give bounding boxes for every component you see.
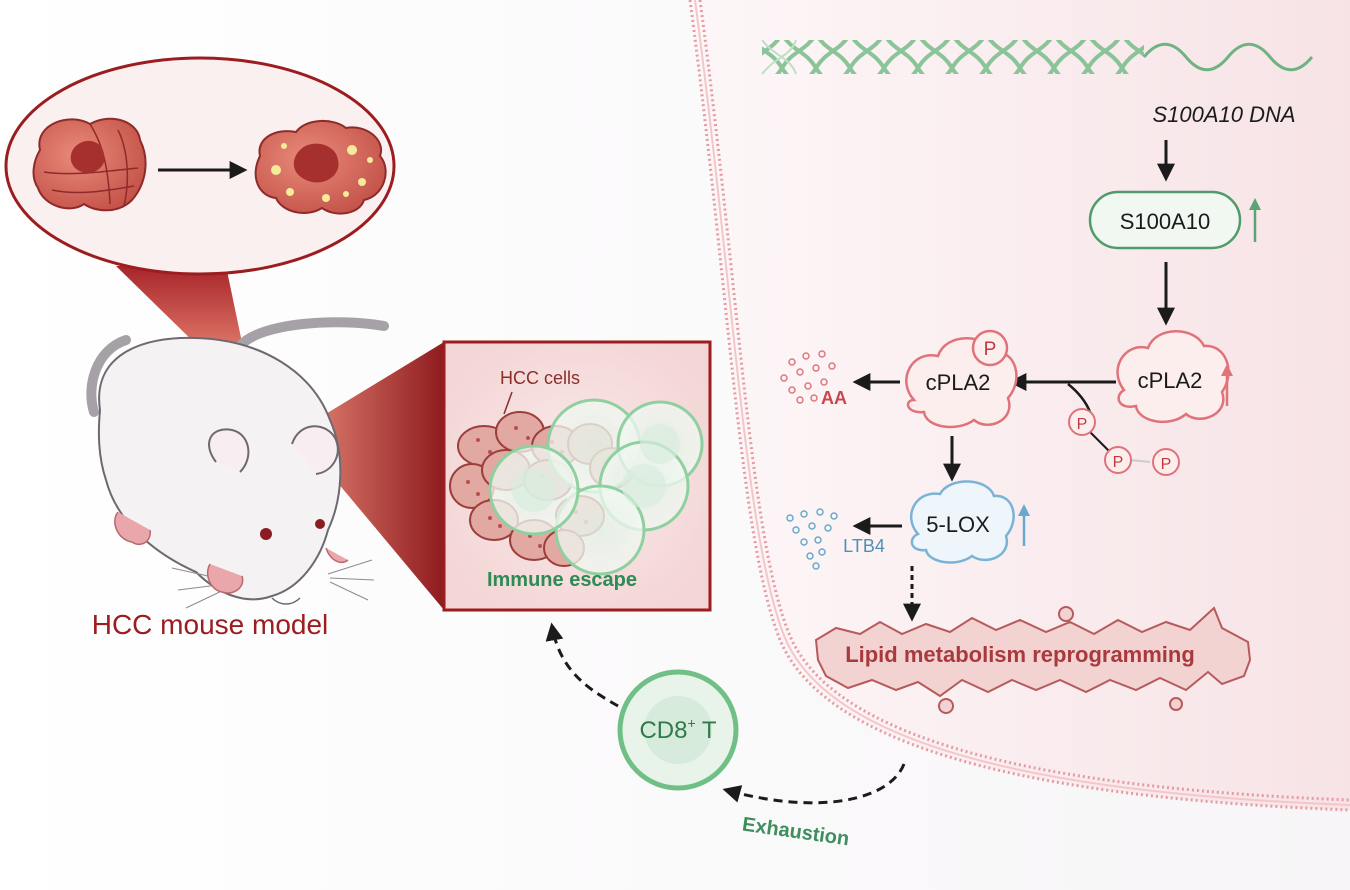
phosphate-icon: P [1068,408,1096,436]
zoom-beam-right [306,342,444,610]
membrane-outer [688,0,1350,812]
arrow-cd8-to-tumor [545,622,619,708]
five-lox-node [910,480,1015,564]
svg-text:P: P [1113,454,1124,471]
phospho-bond-1 [1089,431,1111,453]
zoom-beam-top [116,266,244,352]
lipid-droplet [1058,606,1074,622]
immune-escape-label: Immune escape [487,569,637,591]
cpla2-label: cPLA2 [1138,368,1203,393]
liver-ellipse [4,56,396,276]
hcc-cells-label: HCC cells [500,368,580,388]
mouse-icon [86,317,389,609]
lipid-droplet [938,698,954,714]
s100a10-label: S100A10 [1120,209,1211,234]
five-lox-label: 5-LOX [926,512,990,537]
aa-particles [780,350,836,404]
lipid-reprogramming-node [814,606,1252,698]
lipid-droplet [1169,697,1183,711]
cpla2-phospho-label: cPLA2 [926,370,991,395]
svg-text:P: P [1161,456,1172,473]
phosphate-icon: P [1152,448,1180,476]
ltb4-label: LTB4 [843,536,885,556]
svg-text:P: P [984,339,997,360]
up-arrow-icon [1221,364,1233,406]
lipid-label: Lipid metabolism reprogramming [845,642,1195,667]
liver-icon [254,120,387,215]
up-arrow-icon [1249,198,1261,242]
dna-helix-icon [761,39,1314,75]
cpla2-node [1116,330,1230,423]
arrow-exhaustion [722,763,906,805]
phospho-link [1067,383,1092,413]
phosphate-icon: P [971,329,1009,367]
ltb4-particles [786,508,838,570]
s100a10-node [1088,190,1242,250]
hcc-cells-pointer [503,391,513,415]
membrane-core [694,0,1350,806]
phosphate-icon: P [1104,446,1132,474]
gene-dna-label: S100A10 DNA [1152,102,1295,127]
immune-cell [488,398,704,576]
cd8-nucleus [644,696,712,764]
mouse-model-label: HCC mouse model [92,609,329,640]
liver-icon [32,117,147,212]
up-arrow-icon [1018,504,1030,546]
aa-label: AA [821,388,847,408]
phospho-bond-2 [1129,459,1151,463]
svg-text:P: P [1077,416,1088,433]
cd8-label: CD8+ T [639,715,716,744]
